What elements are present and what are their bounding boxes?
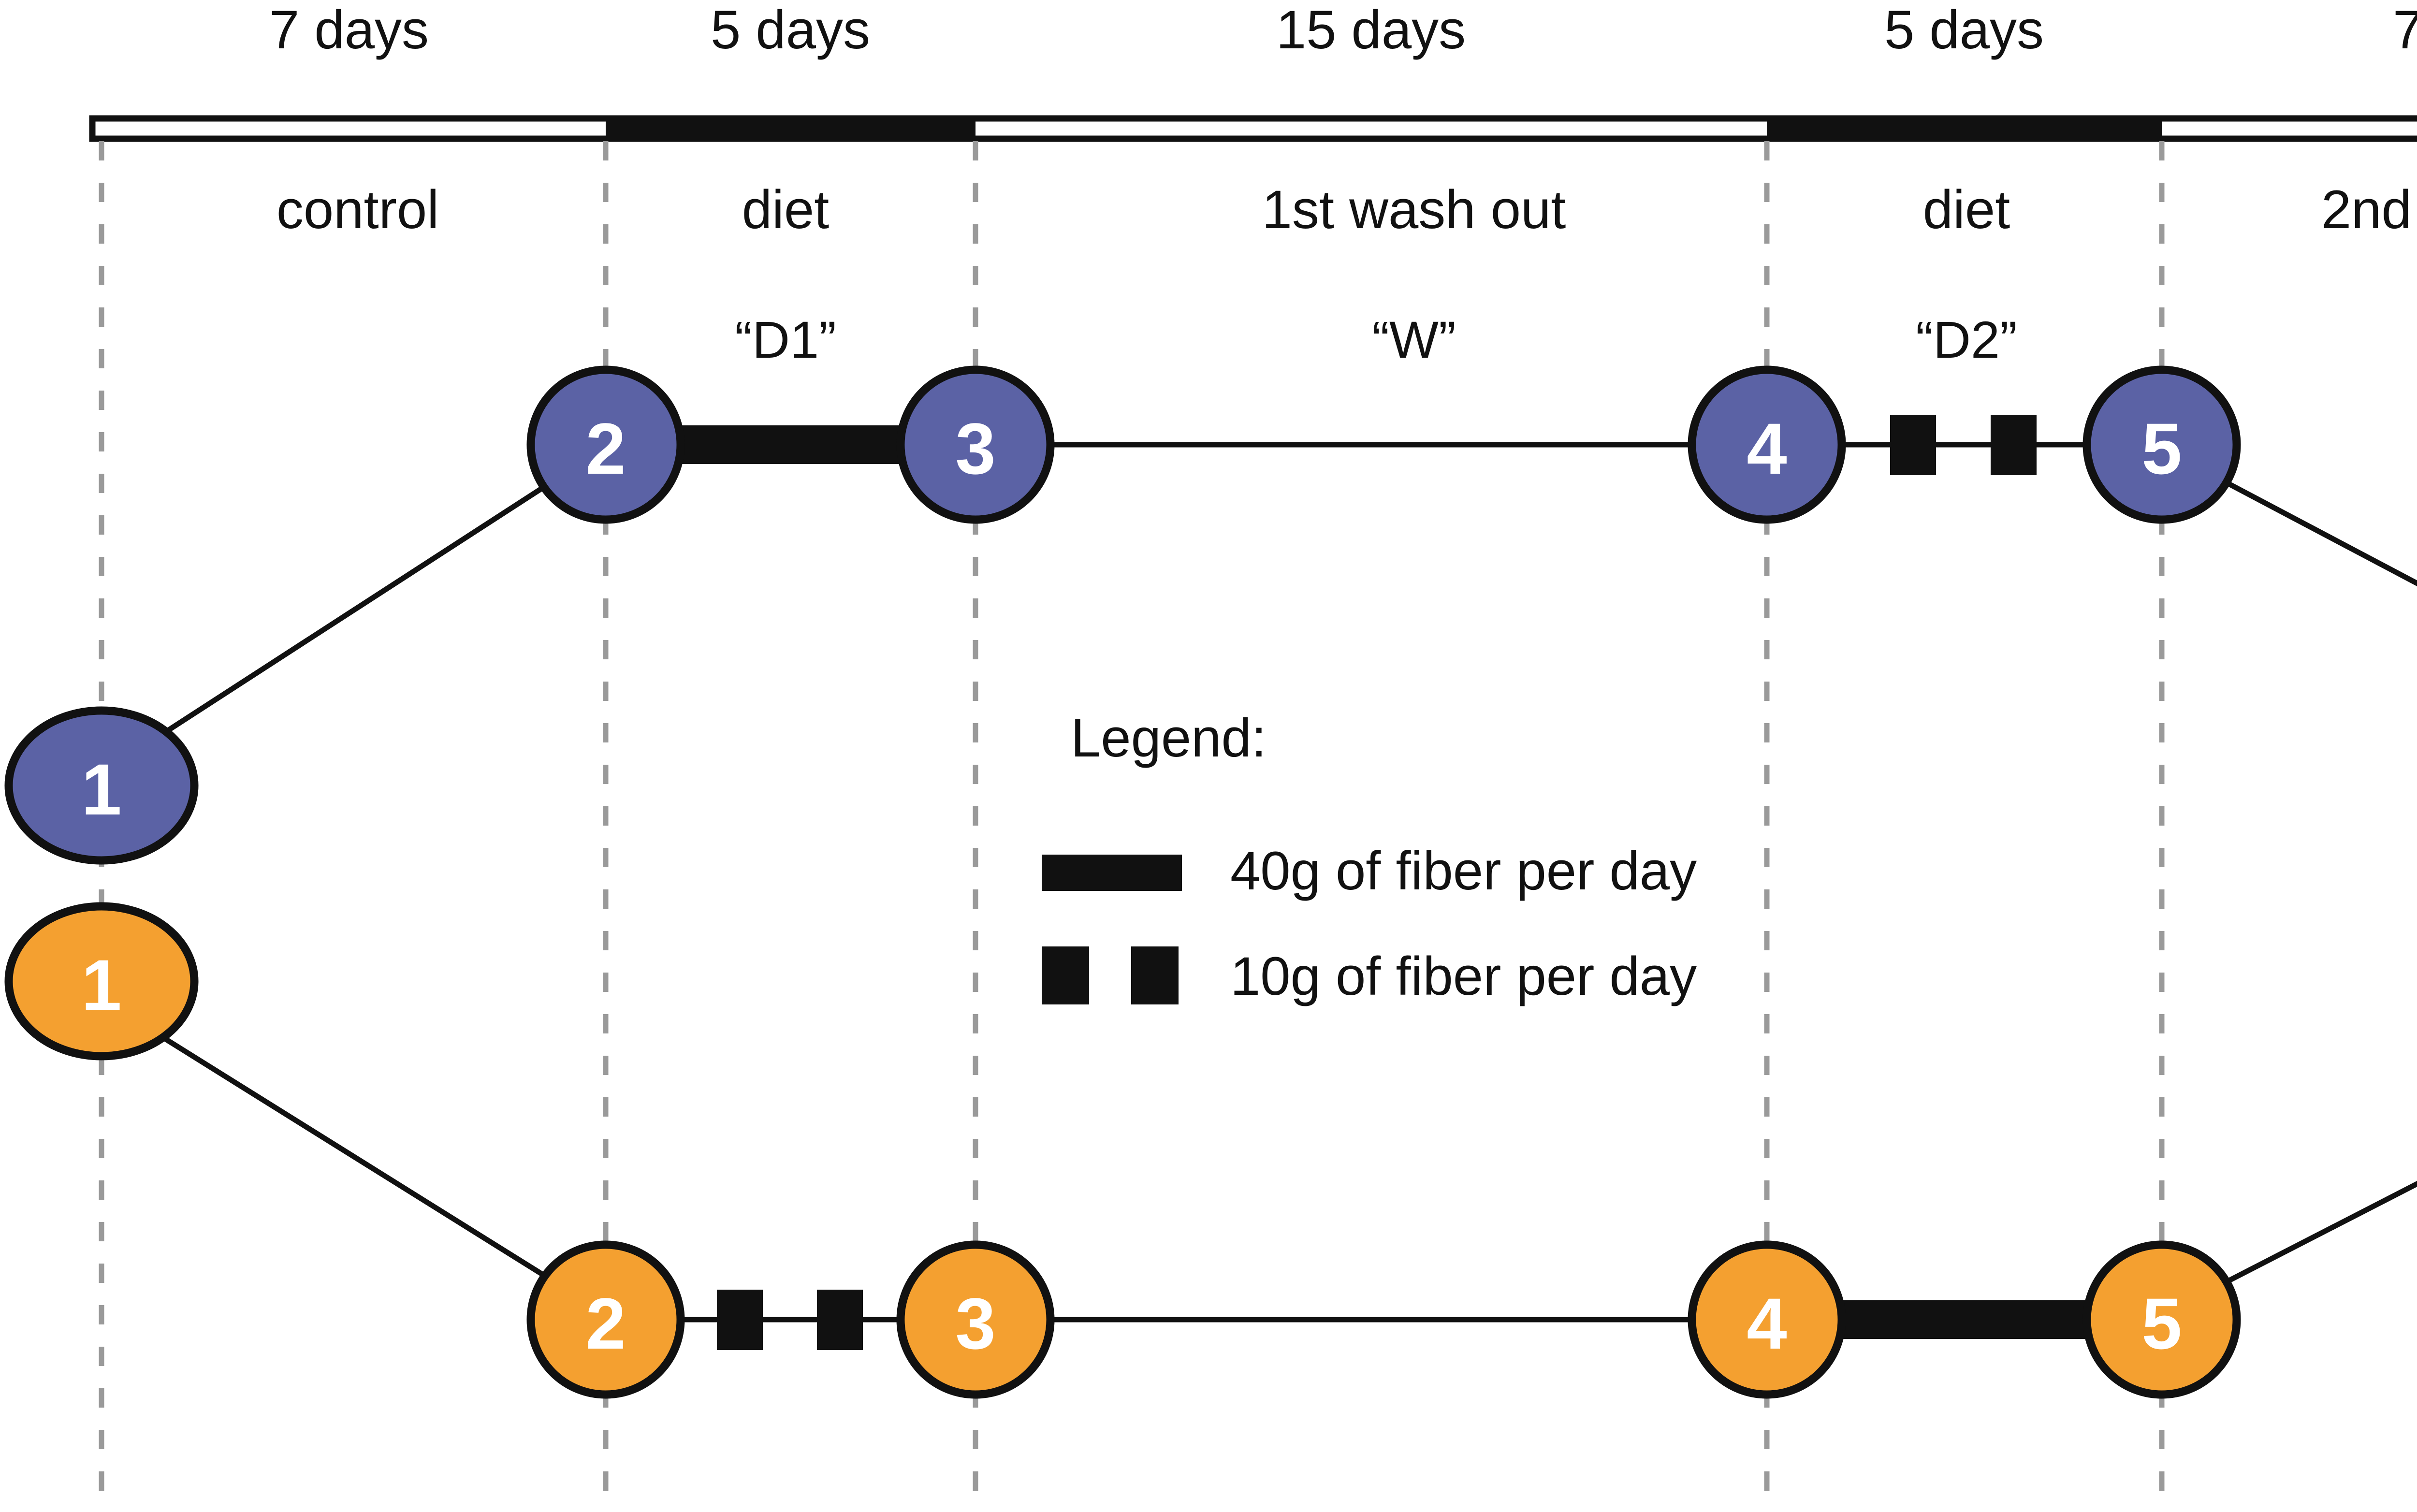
node-label: 1 — [81, 945, 121, 1026]
phase-label-control: control — [277, 179, 439, 240]
timeline-segment-diet-1 — [606, 116, 976, 142]
node-b-1[interactable]: 1 — [4, 902, 199, 1061]
link-a-4-5-block — [1991, 415, 2037, 475]
node-label: 2 — [585, 408, 626, 489]
node-circle[interactable] — [2082, 1240, 2241, 1399]
legend: Legend: 40g of fiber per day 10g of fibe… — [1042, 708, 1697, 1006]
phase-labels: control diet 1st wash out diet 2nd wash … — [277, 179, 2417, 240]
node-circle[interactable] — [526, 1240, 685, 1399]
node-label: 4 — [1747, 1283, 1787, 1364]
timeline-bar — [89, 115, 2417, 142]
link-a-1-2 — [141, 474, 562, 749]
phase-label-washout-2: 2nd wash out — [2321, 179, 2417, 240]
arm-b-links — [141, 1022, 2417, 1350]
node-a-3[interactable]: 3 — [896, 365, 1055, 524]
node-b-5[interactable]: 5 — [2082, 1240, 2241, 1399]
duration-label: 15 days — [1276, 0, 1466, 60]
node-a-4[interactable]: 4 — [1688, 365, 1846, 524]
node-a-5[interactable]: 5 — [2082, 365, 2241, 524]
node-b-2[interactable]: 2 — [526, 1240, 685, 1399]
link-a-5-6 — [2217, 476, 2417, 586]
phase-label-washout-1: 1st wash out — [1262, 179, 1566, 240]
node-label: 5 — [2141, 1283, 2182, 1364]
node-label: 5 — [2141, 408, 2182, 489]
duration-labels: 7 days 5 days 15 days 5 days 7 days — [269, 0, 2417, 60]
legend-label-40g: 40g of fiber per day — [1230, 841, 1697, 901]
arm-b-nodes: 1 2 3 4 5 6 — [4, 902, 2241, 1399]
legend-label-10g: 10g of fiber per day — [1230, 946, 1697, 1006]
node-circle[interactable] — [1688, 365, 1846, 524]
duration-label: 7 days — [2393, 0, 2417, 60]
link-b-4-5-thick-40g — [1810, 1300, 2105, 1339]
node-circle[interactable] — [4, 706, 199, 865]
link-b-5-6 — [2217, 1180, 2417, 1288]
node-b-3[interactable]: 3 — [896, 1240, 1055, 1399]
node-label: 3 — [955, 408, 995, 489]
link-b-2-3-block — [817, 1290, 863, 1350]
link-a-4-5-block — [1890, 415, 1936, 475]
arm-a-links — [141, 415, 2417, 749]
arm-a-nodes: 1 2 3 4 5 6 — [4, 365, 2241, 865]
node-circle[interactable] — [896, 365, 1055, 524]
node-label: 4 — [1747, 408, 1787, 489]
legend-swatch-dashed-block-icon — [1042, 946, 1089, 1004]
node-label: 1 — [81, 749, 121, 830]
legend-swatch-thick-bar-icon — [1042, 855, 1182, 891]
link-b-1-2 — [141, 1022, 562, 1288]
phase-gridlines — [99, 141, 2165, 1503]
legend-swatch-dashed-block-icon — [1131, 946, 1179, 1004]
duration-label: 5 days — [711, 0, 870, 60]
node-circle[interactable] — [1688, 1240, 1846, 1399]
legend-title: Legend: — [1071, 708, 1267, 768]
node-label: 3 — [955, 1283, 995, 1364]
link-b-2-3-block — [717, 1290, 763, 1350]
node-circle[interactable] — [526, 365, 685, 524]
code-label-d2: “D2” — [1916, 310, 2017, 369]
phase-label-diet-1: diet — [742, 179, 830, 240]
node-circle[interactable] — [2082, 365, 2241, 524]
node-b-4[interactable]: 4 — [1688, 1240, 1846, 1399]
code-label-d1: “D1” — [735, 310, 836, 369]
link-a-2-3-thick-40g — [643, 425, 938, 464]
duration-label: 7 days — [269, 0, 429, 60]
node-circle[interactable] — [4, 902, 199, 1061]
node-a-1[interactable]: 1 — [4, 706, 199, 865]
node-circle[interactable] — [896, 1240, 1055, 1399]
node-a-2[interactable]: 2 — [526, 365, 685, 524]
phase-label-diet-2: diet — [1923, 179, 2010, 240]
phase-code-labels: “D1” “W” “D2” — [735, 310, 2017, 369]
timeline-segment-diet-2 — [1767, 116, 2162, 142]
code-label-w: “W” — [1372, 310, 1456, 369]
node-label: 2 — [585, 1283, 626, 1364]
duration-label: 5 days — [1884, 0, 2044, 60]
